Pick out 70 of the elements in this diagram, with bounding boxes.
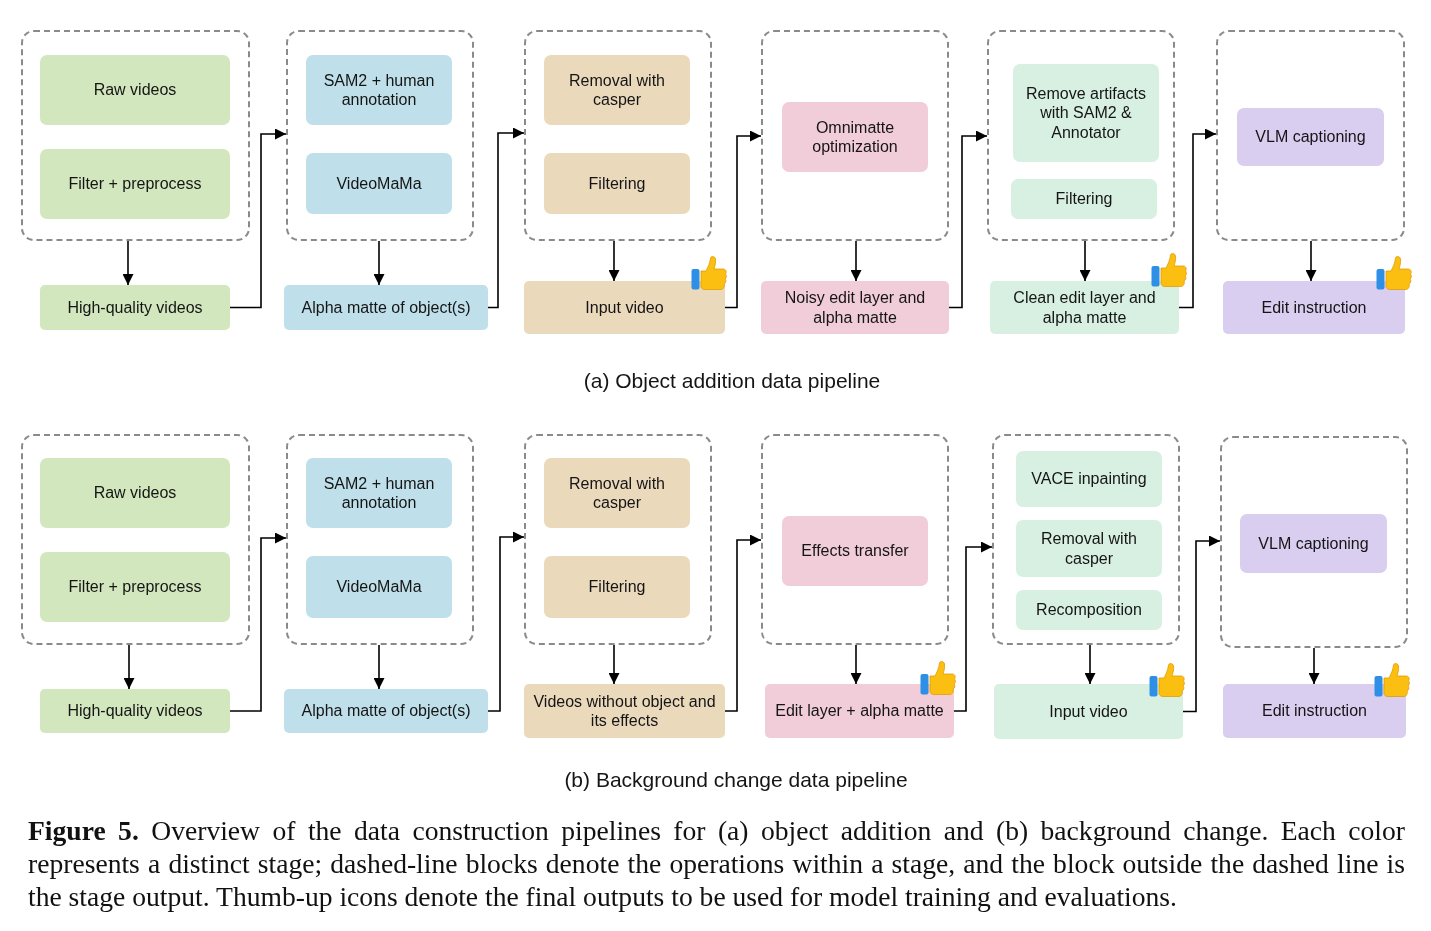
arrow: [487, 531, 525, 712]
arrow: [724, 130, 762, 309]
dashed-stage-frame: [524, 434, 712, 645]
arrow: [123, 644, 135, 690]
figure-caption: Figure 5. Overview of the data construction pipelines for (a) object addition and (b) background change. Each color represents a distinct stage; dashed-line blocks denote the operations within a stage, and the block outside the dashed line is the stage output. Thumb-up icons denote the final outputs to be used for model training and evaluations.: [28, 814, 1405, 913]
arrow: [948, 130, 988, 309]
operation-box: VideoMaMa: [306, 556, 452, 618]
dashed-stage-frame: [21, 30, 250, 241]
pipeline-subcaption: (b) Background change data pipeline: [564, 768, 908, 792]
stage-output-box: Edit instruction: [1223, 281, 1405, 334]
stage-output-box: Alpha matte of object(s): [284, 689, 488, 733]
operation-box: Raw videos: [40, 458, 230, 528]
operation-box: Filtering: [1011, 179, 1157, 219]
stage-output-box: Clean edit layer and alpha matte: [990, 281, 1179, 334]
operation-box: VLM captioning: [1237, 108, 1384, 166]
operation-box: VideoMaMa: [306, 153, 452, 214]
dashed-stage-frame: [761, 434, 949, 645]
operation-box: SAM2 + human annotation: [306, 458, 452, 528]
stage-output-box: Noisy edit layer and alpha matte: [761, 281, 949, 334]
operation-box: VLM captioning: [1240, 514, 1387, 573]
stage-output-box: High-quality videos: [40, 285, 230, 330]
arrow: [373, 644, 385, 690]
operation-box: Filtering: [544, 556, 690, 618]
dashed-stage-frame: [1216, 30, 1405, 241]
dashed-stage-frame: [286, 30, 474, 241]
dashed-stage-frame: [524, 30, 712, 241]
arrow: [122, 240, 134, 286]
stage-output-box: Input video: [524, 281, 725, 334]
stage-output-box: Edit instruction: [1223, 684, 1406, 738]
stage-output-box: Alpha matte of object(s): [284, 285, 488, 330]
dashed-stage-frame: [992, 434, 1180, 645]
operation-box: Removal with casper: [544, 55, 690, 125]
arrow: [1308, 647, 1320, 685]
arrow: [229, 532, 287, 712]
operation-box: Filtering: [544, 153, 690, 214]
arrow: [608, 240, 620, 282]
operation-box: Recomposition: [1016, 590, 1162, 630]
operation-box: Filter + preprocess: [40, 149, 230, 219]
arrow: [850, 240, 862, 282]
arrow: [953, 541, 993, 712]
pipeline-subcaption: (a) Object addition data pipeline: [583, 369, 881, 393]
dashed-stage-frame: [761, 30, 949, 241]
dashed-stage-frame: [21, 434, 250, 645]
operation-box: Removal with casper: [1016, 520, 1162, 577]
stage-output-box: Edit layer + alpha matte: [765, 684, 954, 738]
operation-box: Filter + preprocess: [40, 552, 230, 622]
arrow: [850, 644, 862, 685]
operation-box: Raw videos: [40, 55, 230, 125]
arrow: [1178, 128, 1217, 309]
arrow: [1182, 535, 1221, 713]
operation-box: VACE inpainting: [1016, 451, 1162, 507]
stage-output-box: Videos without object and its effects: [524, 684, 725, 738]
arrow: [487, 127, 525, 309]
arrow: [724, 534, 762, 712]
arrow: [1305, 240, 1317, 282]
arrow: [608, 644, 620, 685]
dashed-stage-frame: [286, 434, 474, 645]
stage-output-box: High-quality videos: [40, 689, 230, 733]
arrow: [1084, 644, 1096, 685]
dashed-stage-frame: [1220, 436, 1408, 648]
arrow: [1079, 240, 1091, 282]
dashed-stage-frame: [987, 30, 1175, 241]
operation-box: Effects transfer: [782, 516, 928, 586]
arrow: [373, 240, 385, 286]
operation-box: Omnimatte optimization: [782, 102, 928, 172]
operation-box: SAM2 + human annotation: [306, 55, 452, 125]
operation-box: Removal with casper: [544, 458, 690, 528]
arrow: [229, 128, 287, 309]
stage-output-box: Input video: [994, 684, 1183, 739]
operation-box: Remove artifacts with SAM2 & Annotator: [1013, 64, 1159, 162]
